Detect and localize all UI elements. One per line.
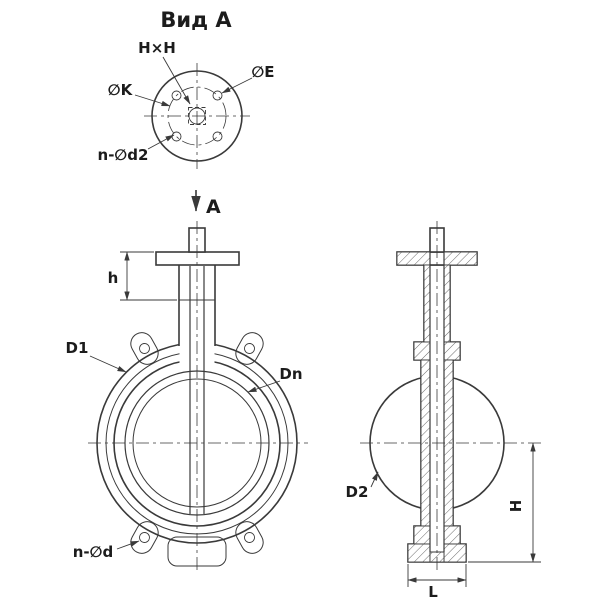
- hatch-neck-right: [443, 264, 451, 343]
- stem-bore: [188, 107, 206, 125]
- top-view: H×H ∅E ∅K n-∅d2: [98, 39, 275, 169]
- hatch-step-left: [413, 341, 431, 361]
- label-lug-holes: n-∅d: [73, 543, 114, 561]
- side-view: D2 H L: [346, 221, 541, 600]
- leader-bolt-holes-count: [147, 134, 175, 150]
- section-arrow-label: А: [206, 196, 221, 218]
- hatch-flange-right: [443, 251, 478, 266]
- label-bolt-holes-count: n-∅d2: [98, 146, 149, 164]
- section-arrow: А: [191, 190, 221, 218]
- label-disc-diameter: D2: [346, 483, 369, 501]
- lug-hole: [139, 532, 150, 543]
- label-flange-diameter: D1: [66, 339, 89, 357]
- lug-bottom-right: [235, 521, 264, 554]
- flange-outline: [151, 70, 243, 162]
- lug-hole: [244, 532, 255, 543]
- bolt-circle: [167, 86, 227, 146]
- hatch-base-right: [443, 543, 467, 563]
- lug-hole: [139, 343, 150, 354]
- view-a-title: Вид А: [160, 8, 232, 32]
- label-nominal-bore: Dn: [279, 365, 302, 383]
- hatch-neck-left: [423, 264, 431, 343]
- hatch-step2-left: [413, 525, 431, 545]
- top-mounting-flange: [155, 251, 240, 266]
- label-stem-square: H×H: [138, 39, 176, 57]
- bolt-hole: [171, 90, 182, 101]
- leader-stem-square: [162, 56, 191, 105]
- hatch-flange-left: [396, 251, 431, 266]
- lug-top-left: [130, 332, 159, 365]
- leader-bolt-circle: [134, 94, 171, 107]
- hatch-step-right: [443, 341, 461, 361]
- lug-top-right: [235, 332, 264, 365]
- hatch-base-left: [407, 543, 431, 563]
- leader-lug-holes: [116, 540, 140, 550]
- leader-disc-diameter: [370, 471, 379, 488]
- label-top-flange-height: h: [108, 269, 119, 287]
- lug-hole: [244, 343, 255, 354]
- bolt-hole: [212, 131, 223, 142]
- front-view: h D1 Dn n-∅d: [66, 221, 308, 573]
- leader-flange-diameter: [89, 355, 127, 373]
- lug-bottom-left: [130, 521, 159, 554]
- bolt-hole: [171, 131, 182, 142]
- label-height: H: [507, 500, 525, 513]
- label-length: L: [428, 583, 438, 600]
- label-bolt-hole-diameter: ∅E: [251, 63, 274, 81]
- bolt-hole: [212, 90, 223, 101]
- leader-nominal-bore: [247, 380, 281, 393]
- label-bolt-circle-diameter: ∅K: [108, 81, 134, 99]
- hatch-step2-right: [443, 525, 461, 545]
- leader-bolt-hole: [221, 77, 253, 94]
- stem-square-hole: [188, 107, 206, 125]
